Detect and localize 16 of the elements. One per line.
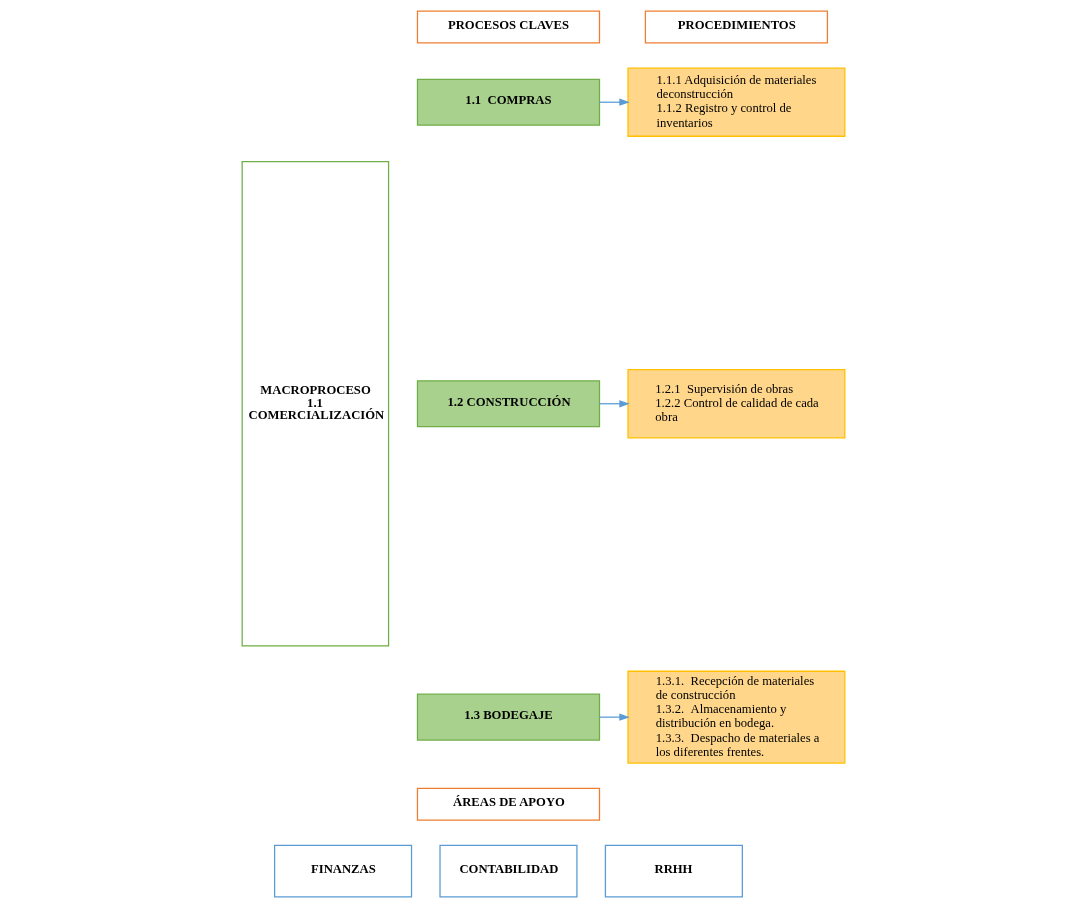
node-box: RRHH <box>604 844 743 898</box>
node-box: 1.3.1. Recepción de materiales de construcción 1.3.2. Almacenamiento y distribución en bodega. 1.3.3. Despacho de materiales a los diferentes frentes. <box>626 670 845 764</box>
node-box: 1.3 BODEGAJE <box>416 693 600 741</box>
node-box: 1.2.1 Supervisión de obras 1.2.2 Control de calidad de cada obra <box>626 369 845 439</box>
node-box: 1.1 COMPRAS <box>416 78 600 126</box>
node-box: 1.2 CONSTRUCCIÓN <box>416 380 600 428</box>
node-box: PROCESOS CLAVES <box>416 10 600 44</box>
node-box: FINANZAS <box>273 844 412 898</box>
node-box: ÁREAS DE APOYO <box>416 787 600 821</box>
arrow <box>598 400 630 408</box>
node-box: 1.1.1 Adquisición de materiales deconstrucción 1.1.2 Registro y control de inventarios <box>626 67 845 137</box>
node-box: CONTABILIDAD <box>438 844 578 898</box>
node-box: PROCEDIMIENTOS <box>644 10 828 44</box>
node-box: MACROPROCESO 1.1 COMERCIALIZACIÓN <box>241 160 389 647</box>
arrow <box>598 98 630 106</box>
arrow <box>598 713 630 721</box>
